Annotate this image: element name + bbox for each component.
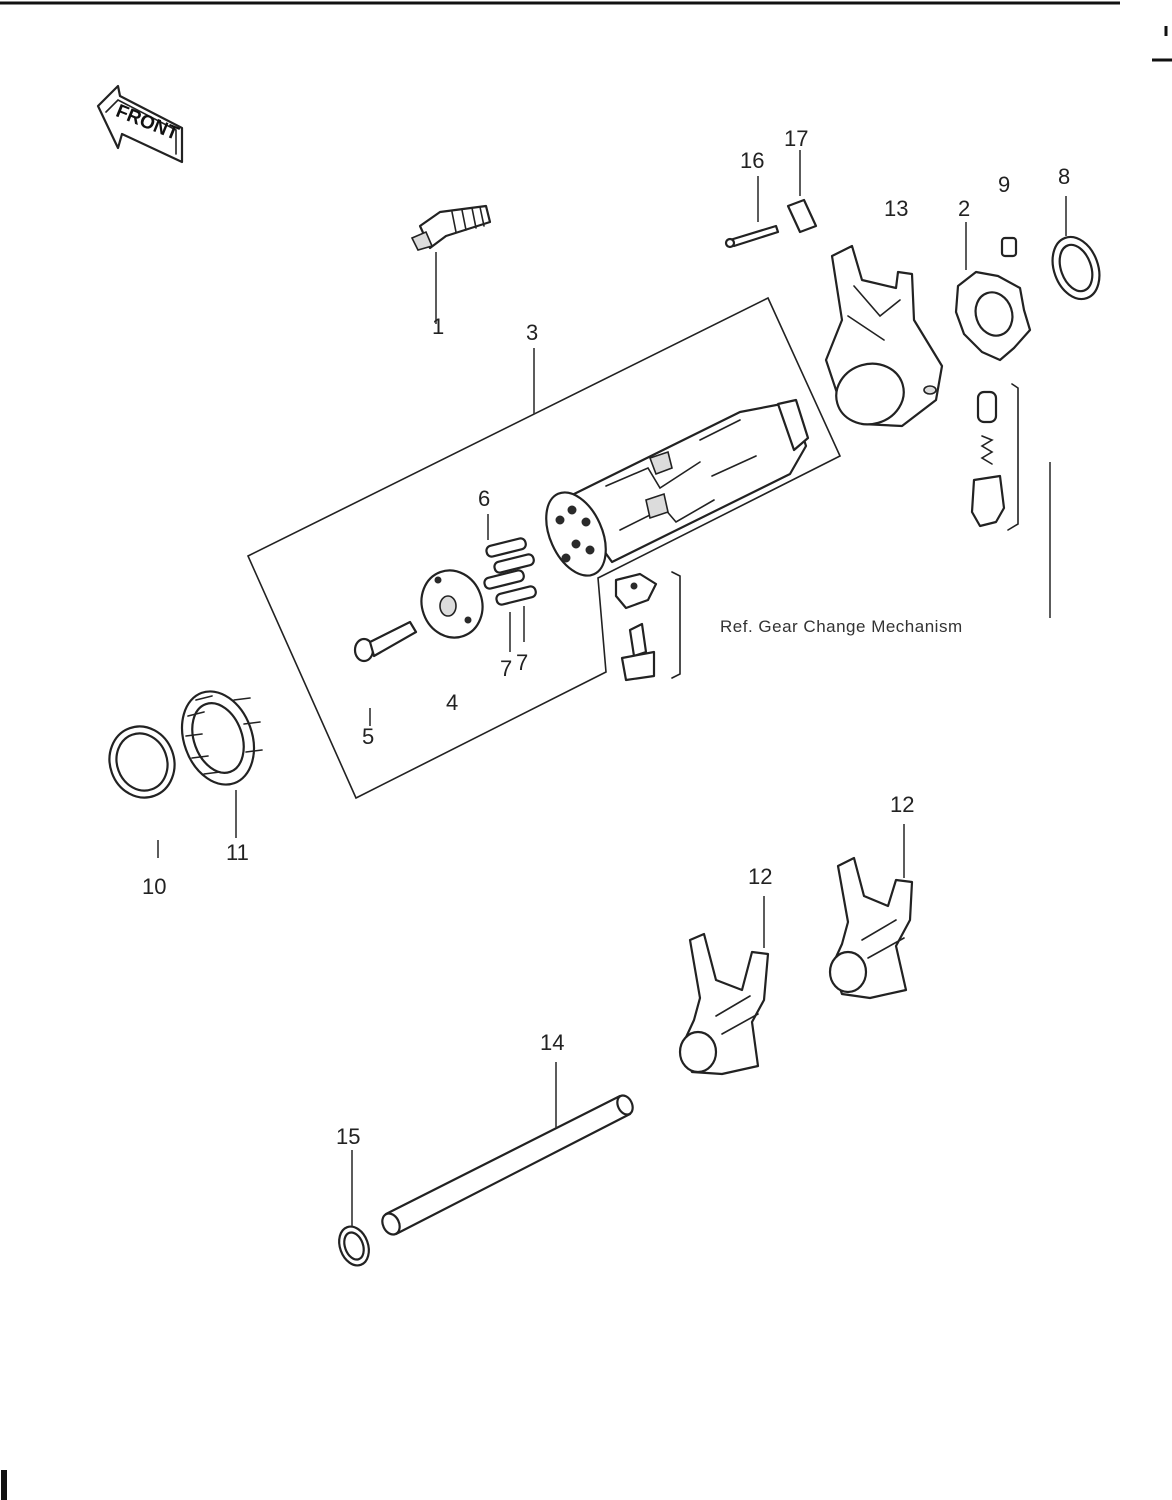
callout-16: 16 bbox=[740, 148, 764, 173]
shift-rod-part bbox=[381, 1062, 634, 1236]
cam-plate-part bbox=[954, 222, 1032, 362]
reference-note: Ref. Gear Change Mechanism bbox=[720, 617, 963, 636]
detent-stack-part bbox=[970, 383, 1051, 618]
callout-4: 4 bbox=[446, 690, 458, 715]
needle-bearing-part bbox=[180, 690, 263, 838]
callout-3: 3 bbox=[526, 320, 538, 345]
neutral-switch-part bbox=[410, 204, 492, 324]
callout-8: 8 bbox=[1058, 164, 1070, 189]
shift-fork-lower-part bbox=[678, 896, 770, 1076]
callout-11: 11 bbox=[226, 840, 249, 865]
drum-end-parts bbox=[614, 571, 681, 682]
callout-9: 9 bbox=[998, 172, 1010, 197]
assembly-box-frame bbox=[246, 296, 842, 800]
split-pin-part bbox=[724, 176, 780, 249]
shift-fork-upper-part bbox=[828, 824, 914, 1000]
circlip-right-part bbox=[1051, 196, 1101, 301]
snap-ring-part bbox=[338, 1150, 370, 1267]
shift-drum-part bbox=[545, 398, 810, 577]
roller-part bbox=[786, 150, 818, 234]
front-direction-badge: FRONT bbox=[96, 84, 184, 164]
circlip-part bbox=[108, 725, 176, 858]
callout-7b: 7 bbox=[516, 650, 528, 675]
screw-part bbox=[353, 620, 418, 726]
callout-6: 6 bbox=[478, 486, 490, 511]
callout-10: 10 bbox=[142, 874, 166, 899]
callout-7a: 7 bbox=[500, 656, 512, 681]
small-pin-part bbox=[1000, 236, 1018, 258]
callout-12a: 12 bbox=[748, 864, 772, 889]
callout-12b: 12 bbox=[890, 792, 914, 817]
callout-1: 1 bbox=[432, 314, 444, 339]
pin-plate-part bbox=[420, 569, 484, 639]
callout-2: 2 bbox=[958, 196, 970, 221]
callout-5: 5 bbox=[362, 724, 374, 749]
shift-fork-large-part bbox=[824, 244, 944, 428]
callout-17: 17 bbox=[784, 126, 808, 151]
callout-14: 14 bbox=[540, 1030, 564, 1055]
pins-part bbox=[483, 514, 537, 652]
callout-15: 15 bbox=[336, 1124, 360, 1149]
callout-13: 13 bbox=[884, 196, 908, 221]
